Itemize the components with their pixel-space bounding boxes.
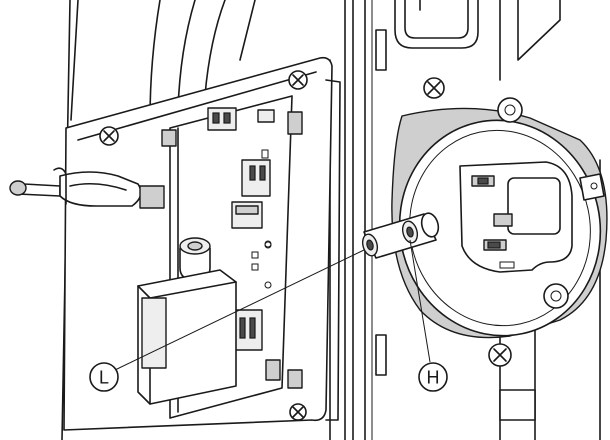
high-port-label: H (427, 368, 440, 388)
cabinet-frame (61, 0, 601, 440)
pressure-ports (361, 212, 440, 259)
top-bracket (394, 0, 479, 49)
board-connectors (207, 107, 275, 351)
low-port-leader-line (114, 249, 365, 371)
side-clips (375, 29, 536, 421)
high-port-callout: H (418, 362, 448, 392)
low-port-callout: L (89, 362, 119, 392)
board-hole (264, 240, 272, 248)
wire-clip (9, 167, 165, 209)
high-port-leader-line (409, 239, 431, 363)
transformer (137, 269, 237, 405)
screw-icon (99, 70, 512, 421)
standoffs (161, 111, 303, 389)
low-port-label: L (99, 368, 109, 388)
circuit-board (137, 95, 303, 419)
pressure-switch (361, 97, 608, 339)
